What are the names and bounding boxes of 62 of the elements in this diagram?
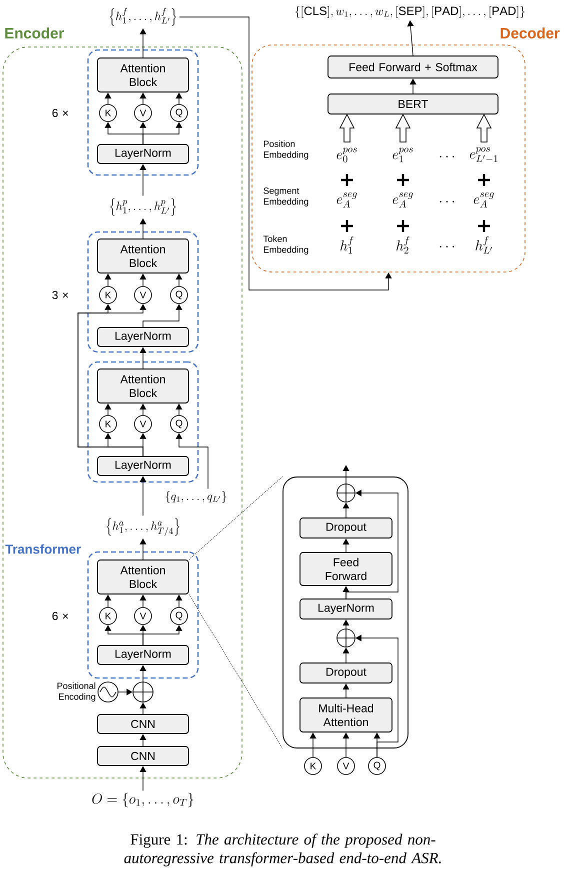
dashed-frame (87, 231, 199, 353)
embedding-term: $e_0^{pos}$ (336, 148, 357, 162)
embedding-term: $h_1^f$ (340, 236, 354, 254)
process-box: LayerNorm (300, 598, 392, 620)
block-arrow (476, 114, 492, 142)
row-label: Position Embedding (264, 140, 308, 160)
embedding-term: $\cdots$ (440, 246, 454, 248)
embedding-term: $\cdots$ (440, 200, 454, 202)
embedding-term: $\cdots$ (440, 156, 454, 158)
embedding-term: $h_{L'}^f$ (476, 236, 492, 254)
embedding-term: $e_{L'-1}^{pos}$ (470, 147, 498, 162)
group-heading: Encoder (5, 28, 64, 38)
sum-circle (132, 681, 154, 703)
process-box: CNN (97, 714, 189, 734)
process-box: BERT (328, 94, 498, 114)
embedding-term: $e_A^{seg}$ (392, 192, 413, 208)
process-box: LayerNorm (97, 327, 189, 347)
zoom-line (188, 476, 283, 560)
sine-circle (98, 682, 118, 702)
embedding-term: $e_A^{seg}$ (474, 192, 494, 208)
process-box: Attention Block (97, 58, 189, 92)
embedding-term: $e_A^{seg}$ (336, 192, 357, 208)
process-box: Dropout (300, 518, 392, 538)
process-box: LayerNorm (97, 144, 189, 164)
process-box: Dropout (300, 662, 392, 684)
process-box: Attention Block (97, 368, 189, 404)
group-heading: Transformer (5, 544, 81, 554)
arrow (342, 465, 350, 484)
process-box: Multi-Head Attention (300, 698, 392, 732)
group-heading: Decoder (500, 28, 560, 38)
embedding-term: $h_2^f$ (396, 236, 410, 254)
side-label: 3 × (52, 290, 68, 300)
dashed-frame (87, 49, 199, 176)
side-label: Positional Encoding (58, 682, 96, 702)
row-label: Segment Embedding (264, 188, 308, 206)
side-label: 6 × (52, 612, 68, 620)
sum-circle (336, 483, 356, 503)
side-label: 6 × (52, 108, 68, 118)
dashed-frame (87, 361, 199, 483)
math-text: $\left\{h_1^p,\dots,h_{L'}^p\right\}$ (110, 198, 176, 216)
math-text: $O=\{o_1,\dots,o_T\}$ (92, 792, 194, 808)
math-text: $\{q_1,\dots,q_{L'}\}$ (166, 491, 226, 503)
sum-circle (336, 628, 356, 648)
detail-frame (282, 476, 408, 748)
arrow (346, 490, 398, 599)
process-box: LayerNorm (97, 645, 189, 665)
block-arrow (339, 114, 355, 142)
zoom-line (188, 594, 283, 749)
process-box: Feed Forward (300, 552, 392, 586)
embedding-term: $e_1^{pos}$ (392, 148, 413, 162)
process-box: LayerNorm (97, 456, 189, 476)
process-box: Feed Forward + Softmax (328, 56, 498, 78)
caption: Figure 1: The architecture of the proposed non-autoregressive transformer-based end-to-end ASR. (124, 834, 441, 866)
row-label: Token Embedding (263, 235, 308, 255)
process-box: Attention Block (97, 560, 189, 594)
process-box: Attention Block (97, 238, 189, 274)
process-box: CNN (97, 746, 189, 766)
math-text: $\{[\mathrm{CLS}],w_1,\dots,w_L,[\mathrm{SEP}],[\mathrm{PAD}],\dots,[\mathrm{PAD}]\}$ (295, 6, 525, 18)
math-text: $\left\{h_1^f,\dots,h_{L'}^f\right\}$ (110, 8, 176, 26)
math-text: $\left\{h_1^a,\dots,h_{T/4}^a\right\}$ (106, 518, 180, 536)
arrow (179, 16, 392, 290)
block-arrow (395, 114, 411, 142)
